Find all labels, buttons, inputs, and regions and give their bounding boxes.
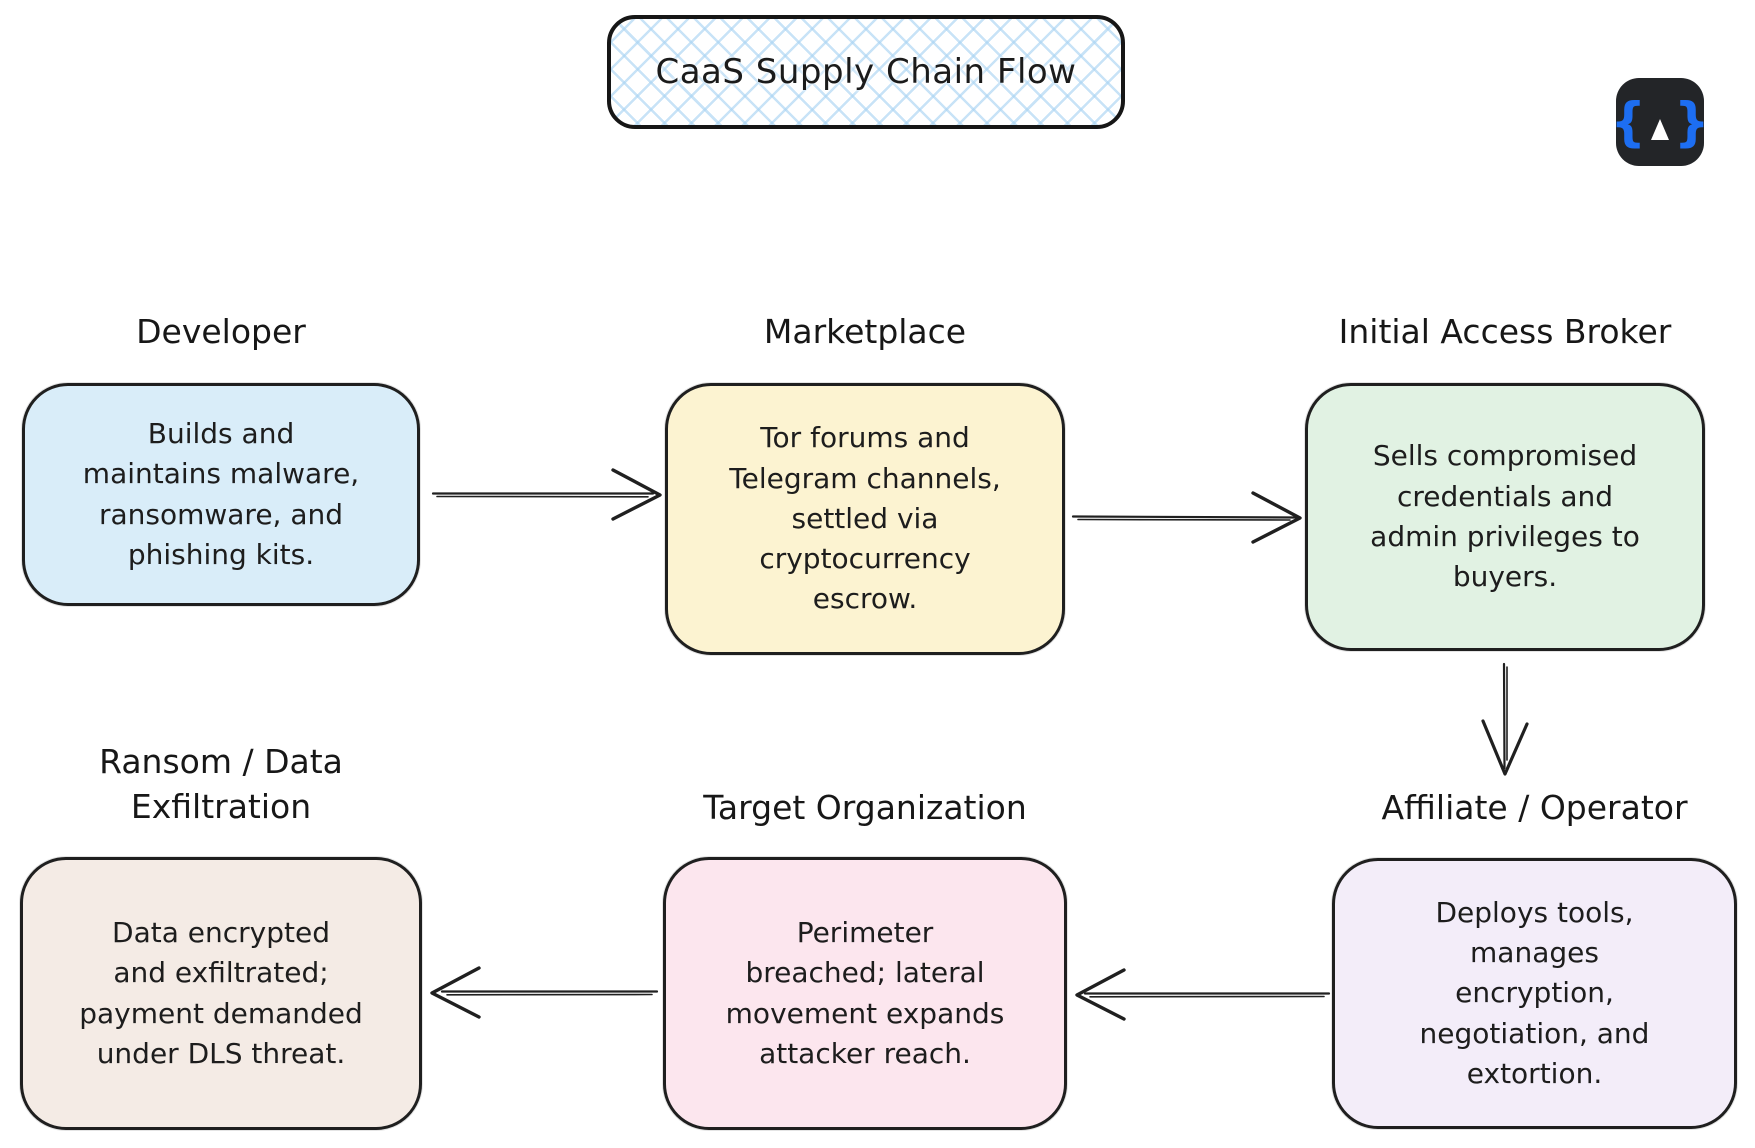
node-marketplace-text: Tor forums and Telegram channels, settle… — [729, 421, 1001, 616]
node-initial-access-broker: Sells compromised credentials and admin … — [1305, 383, 1705, 651]
node-label-initial-access-broker: Initial Access Broker — [1338, 312, 1672, 351]
left-brace-icon: { — [1610, 91, 1646, 153]
arrow-affiliate-operator-to-target-organization — [1075, 968, 1331, 1021]
code-lock-logo: { } — [1610, 78, 1710, 166]
node-developer-text: Builds and maintains malware, ransomware… — [82, 416, 360, 571]
diagram-title: CaaS Supply Chain Flow — [655, 52, 1077, 92]
node-ransom-data-exfiltration: Data encrypted and exfiltrated; payment … — [20, 857, 422, 1130]
node-ransom-data-exfiltration-text: Data encrypted and exfiltrated; payment … — [79, 915, 363, 1070]
node-target-organization-text: Perimeter breached; lateral movement exp… — [725, 915, 1005, 1070]
node-affiliate-operator: Deploys tools, manages encryption, negot… — [1332, 858, 1737, 1129]
node-label-developer: Developer — [136, 312, 306, 351]
arrow-developer-to-marketplace — [431, 468, 662, 521]
arrow-marketplace-to-initial-access-broker — [1071, 491, 1302, 544]
node-initial-access-broker-text: Sells compromised credentials and admin … — [1370, 439, 1640, 594]
node-label-affiliate-operator: Affiliate / Operator — [1381, 788, 1688, 827]
node-label-marketplace: Marketplace — [763, 312, 967, 351]
node-label-target-organization: Target Organization — [703, 788, 1027, 827]
arrow-target-organization-to-ransom — [430, 966, 659, 1019]
title-box: CaaS Supply Chain Flow — [607, 15, 1125, 129]
node-label-ransom-data-exfiltration: Ransom / Data Exfiltration — [99, 742, 343, 826]
arrow-initial-access-broker-to-affiliate-operator — [1481, 662, 1529, 776]
node-marketplace: Tor forums and Telegram channels, settle… — [665, 383, 1065, 655]
node-target-organization: Perimeter breached; lateral movement exp… — [663, 857, 1067, 1130]
keyhole-icon — [1651, 100, 1669, 146]
right-brace-icon: } — [1674, 91, 1710, 153]
node-affiliate-operator-text: Deploys tools, manages encryption, negot… — [1419, 895, 1650, 1090]
node-developer: Builds and maintains malware, ransomware… — [22, 383, 420, 606]
